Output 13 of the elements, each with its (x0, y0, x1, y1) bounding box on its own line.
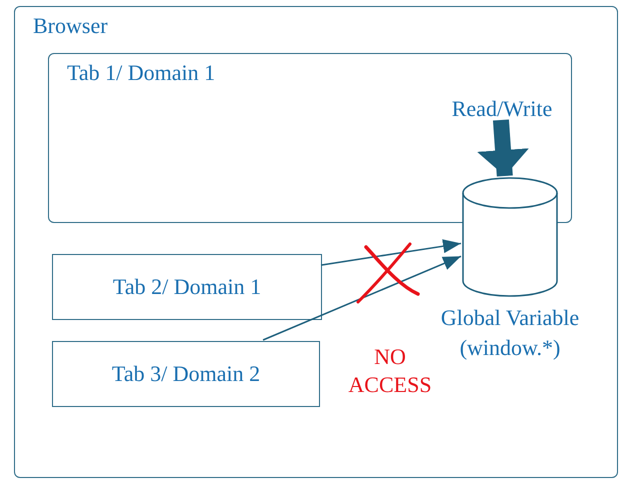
group-heading: Browser (33, 15, 108, 37)
node-label: Tab 2/ Domain 1 (112, 276, 262, 298)
group-panel (14, 6, 618, 478)
group-heading: Tab 1/ Domain 1 (67, 62, 216, 84)
node-caption: Global Variable (window.*) (440, 304, 580, 362)
node-label: Read/Write (452, 98, 552, 120)
arrow (320, 239, 462, 266)
process-box (52, 341, 320, 407)
node-label: Tab 3/ Domain 2 (112, 363, 260, 385)
edge-label: NO ACCESS (347, 343, 433, 399)
arrow (262, 256, 462, 341)
thick-arrow (477, 119, 529, 177)
process-box (52, 254, 322, 320)
